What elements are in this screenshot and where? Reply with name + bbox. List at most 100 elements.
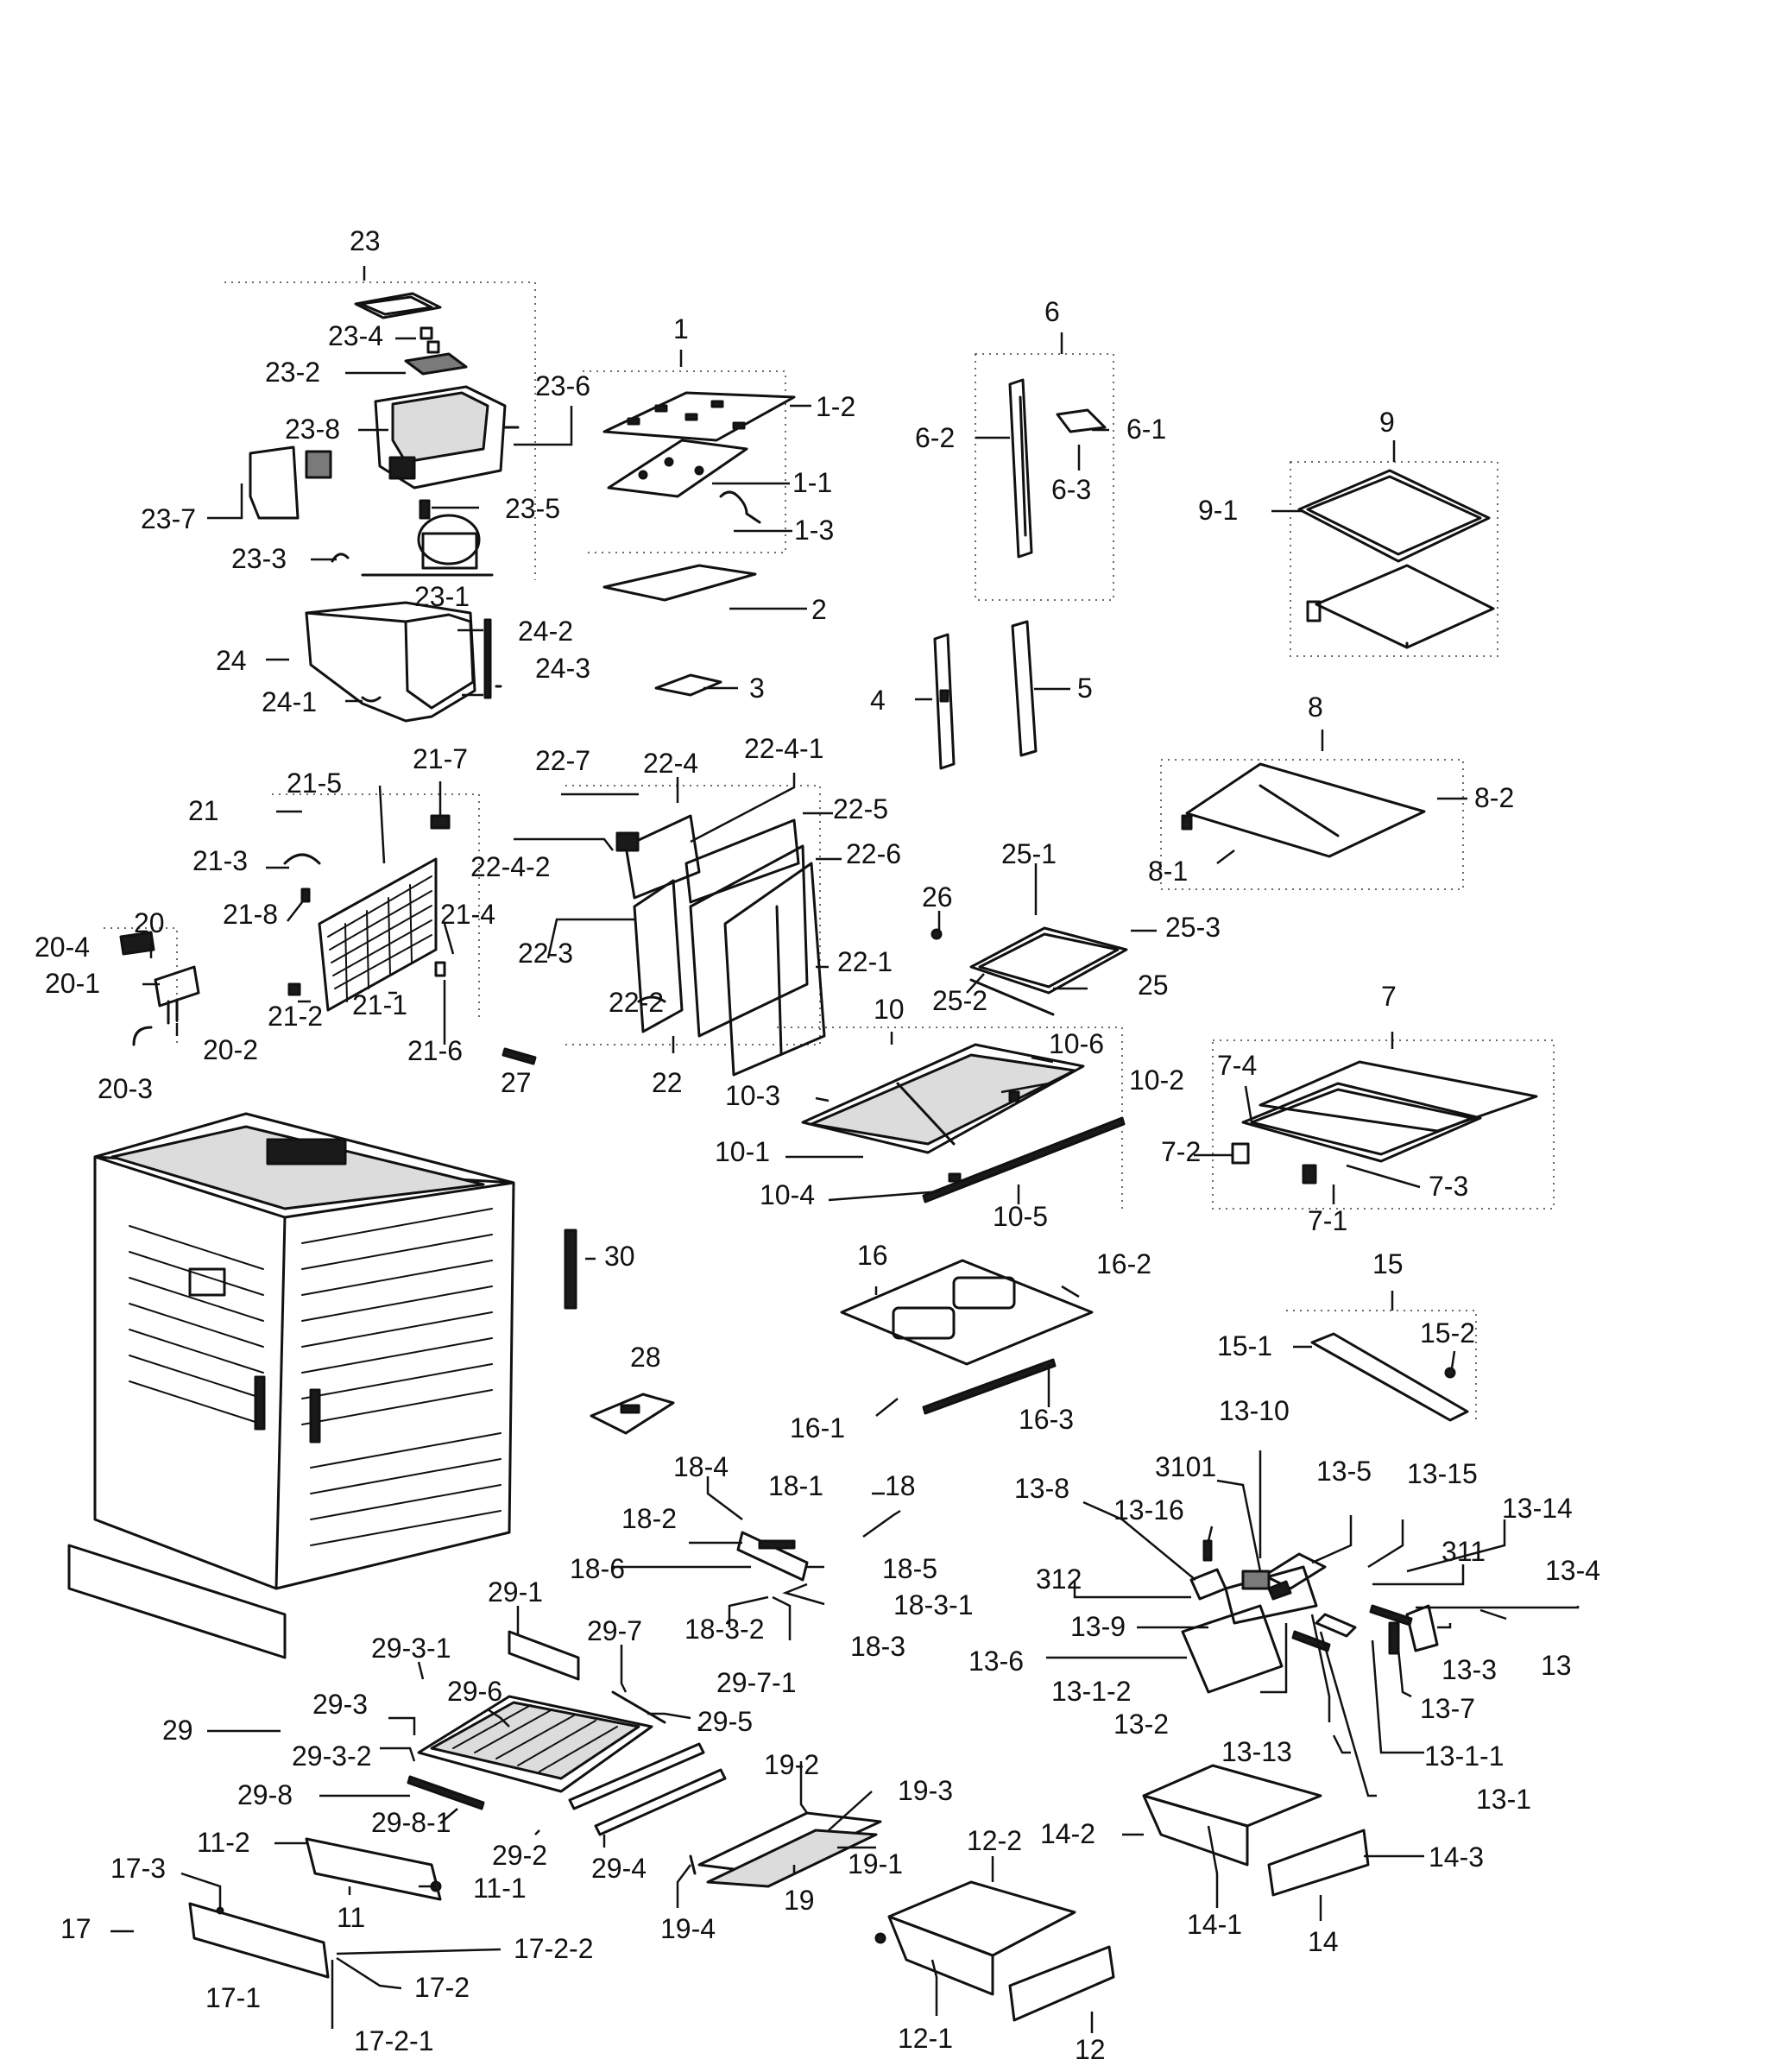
callout-18-2: 18-2 [621, 1503, 677, 1534]
freezer-basket-29 [407, 1630, 727, 1836]
callout-10-2: 10-2 [1129, 1064, 1184, 1096]
callout-24: 24 [216, 645, 247, 676]
callout-9-1: 9-1 [1198, 495, 1238, 526]
callout-6-2: 6-2 [915, 422, 955, 453]
callout-13-15: 13-15 [1407, 1458, 1478, 1489]
callout-13-7: 13-7 [1420, 1693, 1475, 1724]
callout-7-4: 7-4 [1217, 1050, 1257, 1081]
part-28 [590, 1393, 675, 1435]
callout-1-1: 1-1 [792, 467, 832, 498]
callout-14-1: 14-1 [1187, 1909, 1242, 1940]
evaporator-cover [283, 814, 451, 1012]
callout-13-10: 13-10 [1219, 1395, 1290, 1426]
callout-13-13: 13-13 [1221, 1736, 1292, 1767]
callout-3: 3 [749, 673, 765, 704]
callout-14-3: 14-3 [1429, 1841, 1484, 1873]
callout-311: 311 [1441, 1536, 1486, 1567]
multi-flow-duct [615, 814, 826, 1077]
callout-29-6: 29-6 [447, 1676, 502, 1707]
callout-29-4: 29-4 [591, 1853, 647, 1884]
callout-25-1: 25-1 [1001, 838, 1057, 869]
callout-2: 2 [811, 594, 827, 625]
callout-23-7: 23-7 [141, 503, 196, 534]
callout-23-8: 23-8 [285, 414, 340, 445]
callout-12: 12 [1075, 2034, 1106, 2065]
callout-21-3: 21-3 [192, 845, 248, 876]
callout-21-5: 21-5 [287, 768, 342, 799]
callout-8-1: 8-1 [1148, 856, 1188, 887]
callout-24-3: 24-3 [535, 653, 590, 684]
callout-10-5: 10-5 [993, 1201, 1048, 1232]
callout-7-1: 7-1 [1308, 1205, 1347, 1236]
callout-10-4: 10-4 [760, 1179, 815, 1210]
callout-17-2: 17-2 [414, 1972, 470, 2003]
callout-13-2: 13-2 [1113, 1709, 1169, 1740]
callout-29-7: 29-7 [587, 1615, 642, 1646]
callout-27: 27 [501, 1067, 532, 1098]
callout-23-6: 23-6 [535, 370, 590, 401]
callout-22-4-1: 22-4-1 [744, 733, 824, 764]
callout-20: 20 [134, 907, 165, 938]
callout-22-7: 22-7 [535, 745, 590, 776]
callout-19-2: 19-2 [764, 1749, 819, 1780]
callout-25-2: 25-2 [932, 985, 987, 1016]
callout-10-6: 10-6 [1049, 1028, 1104, 1059]
callout-6-1: 6-1 [1126, 414, 1166, 445]
callout-22-5: 22-5 [833, 793, 888, 824]
callout-17-3: 17-3 [110, 1853, 166, 1884]
callout-22-2: 22-2 [609, 987, 664, 1018]
callout-12-1: 12-1 [898, 2023, 953, 2054]
callout-25: 25 [1138, 970, 1169, 1001]
callout-19-4: 19-4 [660, 1913, 716, 1944]
callout-7-3: 7-3 [1429, 1171, 1468, 1202]
drawer-12 [874, 1880, 1115, 2022]
callout-18-3-2: 18-3-2 [684, 1614, 765, 1645]
callout-29-8-1: 29-8-1 [371, 1807, 451, 1838]
callout-6-3: 6-3 [1051, 474, 1091, 505]
callout-17-2-1: 17-2-1 [354, 2025, 434, 2056]
callout-15-2: 15-2 [1420, 1317, 1475, 1349]
middle-shelf-25 [931, 926, 1128, 1016]
callout-29-3-2: 29-3-2 [292, 1740, 372, 1772]
leader-lines [110, 266, 1580, 2033]
callout-23-5: 23-5 [505, 493, 560, 524]
door-rails [933, 378, 1107, 770]
callout-312: 312 [1036, 1563, 1082, 1595]
callout-13-8: 13-8 [1014, 1473, 1069, 1504]
callout-11-2: 11-2 [197, 1827, 250, 1858]
callout-3101: 3101 [1155, 1451, 1216, 1482]
callout-13-16: 13-16 [1113, 1494, 1184, 1526]
door-bin-shelf [1181, 762, 1426, 858]
callout-20-2: 20-2 [203, 1034, 258, 1065]
callout-21-8: 21-8 [223, 899, 278, 930]
callout-23: 23 [350, 225, 381, 256]
callout-18-3: 18-3 [850, 1631, 905, 1662]
callout-7: 7 [1381, 981, 1397, 1012]
callout-29-2: 29-2 [492, 1840, 547, 1871]
callout-24-1: 24-1 [262, 686, 317, 717]
callout-labels: 23 23-4 23-2 23-6 23-8 23-7 23-5 23-3 23… [35, 225, 1600, 2065]
callout-29-3-1: 29-3-1 [371, 1633, 451, 1664]
callout-13-1-2: 13-1-2 [1051, 1676, 1132, 1707]
callout-29-5: 29-5 [697, 1706, 753, 1737]
damper-assembly [119, 931, 537, 1065]
callout-29-3: 29-3 [312, 1689, 368, 1720]
callout-10-3: 10-3 [725, 1080, 780, 1111]
callout-17-1: 17-1 [205, 1982, 261, 2013]
callout-6: 6 [1044, 296, 1060, 327]
callout-21-2: 21-2 [268, 1001, 323, 1032]
callout-8-2: 8-2 [1474, 782, 1514, 813]
drawer-cover-19 [689, 1811, 882, 1888]
callout-23-2: 23-2 [265, 357, 320, 388]
callout-13-4: 13-4 [1545, 1555, 1600, 1586]
callout-16-1: 16-1 [790, 1412, 845, 1443]
callout-19-3: 19-3 [898, 1775, 953, 1806]
rail-15 [1310, 1332, 1469, 1422]
callout-16-2: 16-2 [1096, 1248, 1151, 1279]
callout-22: 22 [652, 1067, 683, 1098]
callout-10: 10 [874, 994, 905, 1025]
callout-30: 30 [604, 1241, 635, 1272]
crisper-cover-16 [840, 1259, 1094, 1415]
callout-13: 13 [1541, 1650, 1572, 1681]
